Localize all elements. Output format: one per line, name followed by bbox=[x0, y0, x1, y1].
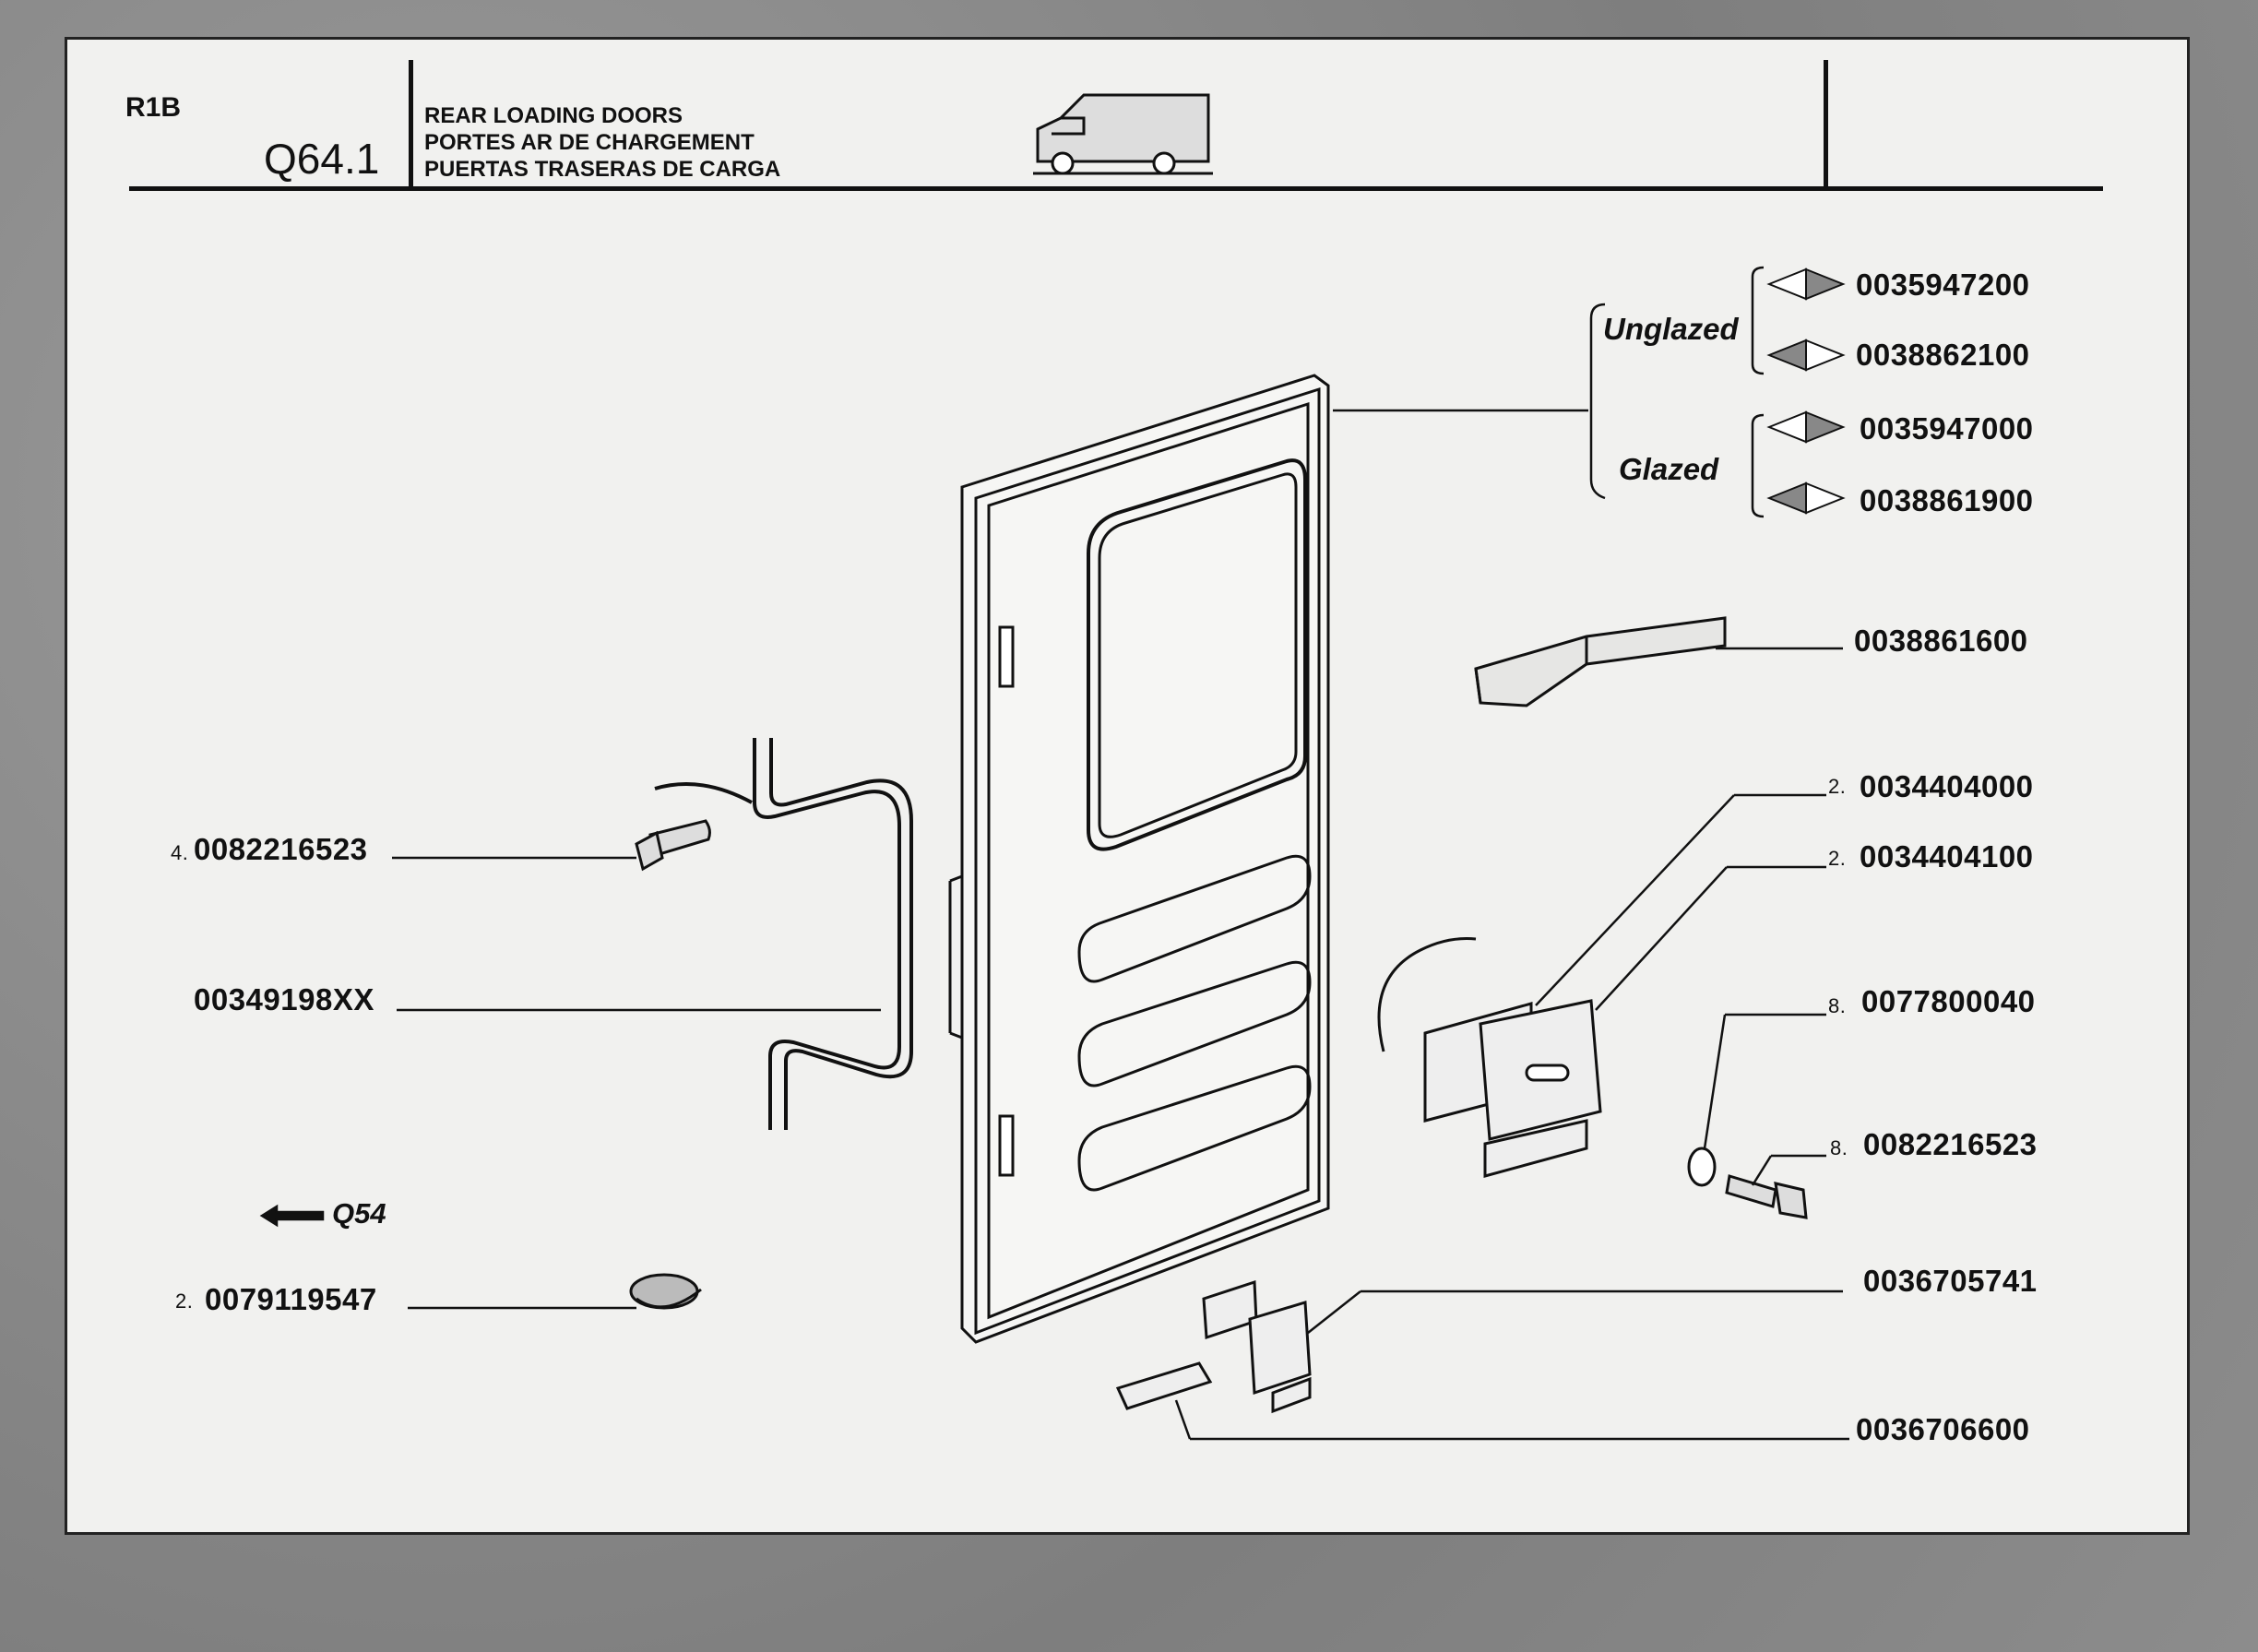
reference-link-q54[interactable]: Q54 bbox=[332, 1197, 386, 1230]
cap-plug bbox=[629, 1273, 702, 1310]
door-variant-code: 0038862100 bbox=[1856, 338, 2030, 372]
part-qty: 2. bbox=[175, 1290, 194, 1313]
part-qty: 4. bbox=[171, 841, 189, 864]
page-code: Q64.1 bbox=[264, 135, 380, 183]
door-variant-code: 0035947200 bbox=[1856, 267, 2030, 302]
seal-strip bbox=[1474, 616, 1727, 707]
part-qty: 2. bbox=[1828, 847, 1847, 870]
part-code-bolt-right: 0082216523 bbox=[1863, 1127, 2038, 1161]
washer-bolt-right bbox=[1687, 1147, 1808, 1219]
part-code-hinge-a: 0034404000 bbox=[1860, 769, 2034, 803]
part-code-handle: 00349198XX bbox=[194, 982, 374, 1016]
striker-plates bbox=[1115, 1279, 1312, 1414]
part-code-striker: 0036705741 bbox=[1863, 1264, 2038, 1298]
header-divider-right bbox=[1824, 60, 1828, 191]
door-variant-code: 0035947000 bbox=[1860, 411, 2034, 446]
header-rule bbox=[129, 186, 2103, 191]
part-code-cap: 0079119547 bbox=[205, 1282, 377, 1316]
part-code-bolt-left: 0082216523 bbox=[194, 832, 368, 866]
title-fr: PORTES AR DE CHARGEMENT bbox=[424, 130, 755, 155]
door-handle bbox=[654, 738, 913, 1130]
door-variant-icons bbox=[1766, 267, 1846, 515]
hinge-assembly bbox=[1377, 937, 1602, 1178]
van-icon bbox=[1033, 93, 1213, 175]
group-unglazed: Unglazed bbox=[1603, 312, 1739, 346]
part-qty: 8. bbox=[1830, 1136, 1848, 1159]
leader-lines bbox=[259, 266, 1849, 1441]
part-code-seal: 0038861600 bbox=[1854, 624, 2028, 658]
part-code-washer: 0077800040 bbox=[1861, 984, 2036, 1018]
bolt-left bbox=[635, 819, 711, 872]
part-qty: 2. bbox=[1828, 775, 1847, 798]
rear-door-panel bbox=[948, 374, 1330, 1344]
part-qty: 8. bbox=[1828, 994, 1847, 1017]
title-en: REAR LOADING DOORS bbox=[424, 103, 683, 128]
section-code: R1B bbox=[125, 92, 182, 123]
title-es: PUERTAS TRASERAS DE CARGA bbox=[424, 157, 781, 182]
part-code-wedge: 0036706600 bbox=[1856, 1412, 2030, 1446]
group-glazed: Glazed bbox=[1619, 452, 1719, 486]
door-variant-code: 0038861900 bbox=[1860, 483, 2034, 517]
part-code-hinge-b: 0034404100 bbox=[1860, 839, 2034, 874]
header-divider bbox=[409, 60, 413, 191]
